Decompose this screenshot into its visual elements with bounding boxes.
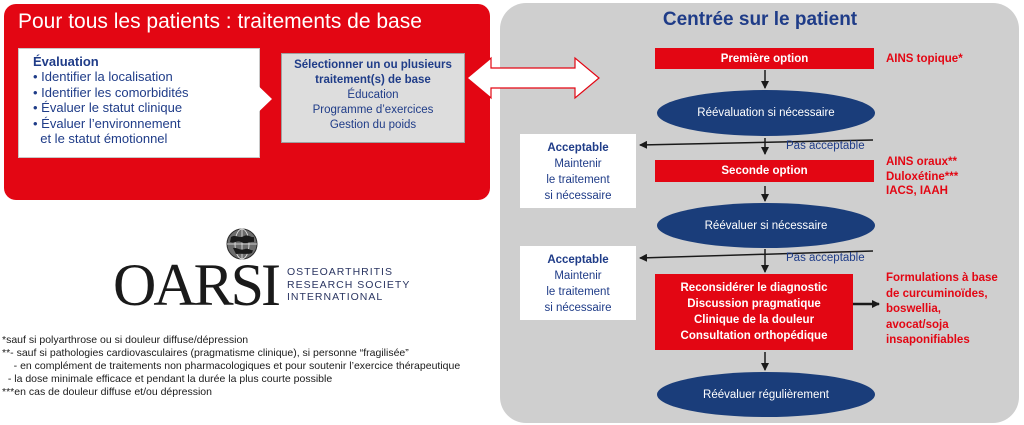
globe-icon (226, 228, 258, 260)
acceptable-box-1: Acceptable Maintenir le traitement si né… (520, 134, 636, 208)
reconsider-line: Reconsidérer le diagnostic (680, 282, 828, 294)
core-treatments-title: Pour tous les patients : traitements de … (18, 10, 422, 33)
footnote: **- sauf si pathologies cardiovasculaire… (2, 347, 409, 359)
evaluation-item: • Évaluer le statut clinique (33, 100, 183, 116)
reevaluation-ellipse-2: Réévaluer si nécessaire (657, 203, 875, 248)
acceptable-line: le traitement (546, 286, 610, 298)
evaluation-item: • Évaluer l’environnement (33, 115, 181, 131)
evaluation-item: et le statut émotionnel (33, 131, 168, 147)
formulations-line: Formulations à base (886, 272, 998, 284)
reevaluation-ellipse-3: Réévaluer régulièrement (657, 372, 875, 417)
evaluation-item: • Identifier la localisation (33, 69, 173, 84)
reconsider-line: Clinique de la douleur (693, 314, 815, 326)
first-option-note: AINS topique* (886, 53, 963, 65)
footnote: - la dose minimale efficace et pendant l… (2, 373, 333, 385)
second-option-note: AINS oraux** (886, 156, 957, 168)
select-treatments-title: Sélectionner un ou plusieurs (294, 59, 452, 71)
acceptable-line: si nécessaire (544, 302, 612, 314)
evaluation-title: Évaluation (33, 54, 99, 69)
acceptable-line: Maintenir (554, 270, 602, 282)
formulations-line: boswellia, (886, 303, 941, 315)
oarsi-logo-letters: OARSI (113, 252, 281, 318)
treatment-exercise: Programme d’exercices (312, 104, 434, 116)
reconsider-box: Reconsidérer le diagnostic Discussion pr… (655, 274, 853, 350)
formulations-line: de curcuminoïdes, (886, 287, 988, 300)
patient-centred-title: Centrée sur le patient (662, 9, 858, 30)
second-option-box: Seconde option (655, 160, 874, 182)
select-treatments-title: traitement(s) de base (315, 74, 431, 86)
oarsi-logo-line: INTERNATIONAL (287, 291, 384, 303)
second-option-note: Duloxétine*** (886, 170, 959, 183)
evaluation-box: Évaluation • Identifier la localisation … (18, 48, 260, 158)
reconsider-line: Discussion pragmatique (687, 298, 821, 310)
acceptable-line: Maintenir (554, 158, 602, 170)
formulations-line: insaponifiables (886, 334, 970, 346)
footnotes: *sauf si polyarthrose ou si douleur diff… (2, 334, 460, 399)
treatment-weight: Gestion du poids (329, 119, 417, 131)
oarsi-logo-text: OSTEOARTHRITIS RESEARCH SOCIETY INTERNAT… (287, 266, 410, 304)
footnote: *sauf si polyarthrose ou si douleur diff… (2, 334, 249, 346)
not-acceptable-label-1: Pas acceptable (786, 140, 865, 152)
acceptable-title: Acceptable (547, 142, 609, 154)
oarsi-logo-line: OSTEOARTHRITIS (287, 266, 393, 278)
select-treatments-box: Sélectionner un ou plusieurs traitement(… (281, 53, 465, 143)
footnote: ***en cas de douleur diffuse et/ou dépre… (2, 386, 212, 398)
second-option-note: IACS, IAAH (886, 185, 948, 197)
acceptable-line: si nécessaire (544, 190, 612, 202)
not-acceptable-label-2: Pas acceptable (786, 252, 865, 264)
acceptable-line: le traitement (546, 174, 610, 186)
acceptable-box-2: Acceptable Maintenir le traitement si né… (520, 246, 636, 320)
reconsider-line: Consultation orthopédique (680, 330, 828, 342)
formulations-text: Formulations à base de curcuminoïdes, bo… (886, 271, 998, 349)
second-option-notes: AINS oraux** Duloxétine*** IACS, IAAH (886, 155, 958, 199)
footnote: - en complément de traitements non pharm… (2, 360, 461, 372)
formulations-line: avocat/soja (886, 318, 949, 331)
evaluation-item: • Identifier les comorbidités (33, 84, 189, 100)
first-option-box: Première option (655, 48, 874, 69)
reevaluation-ellipse-1: Réévaluation si nécessaire (657, 90, 875, 136)
acceptable-title: Acceptable (547, 254, 609, 266)
oarsi-logo-line: RESEARCH SOCIETY (287, 278, 411, 291)
treatment-education: Éducation (347, 89, 399, 101)
